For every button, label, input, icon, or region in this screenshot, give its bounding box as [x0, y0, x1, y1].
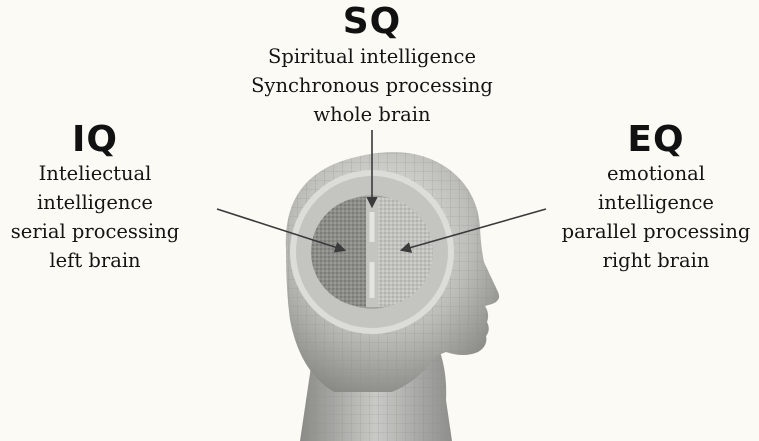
eq-heading: EQ — [553, 122, 759, 158]
iq-line-1: Inteliectual — [0, 159, 190, 188]
eq-line-3: parallel processing — [553, 217, 759, 246]
sq-line-2: Synchronous processing — [229, 71, 515, 100]
eq-line-1: emotional — [553, 159, 759, 188]
sq-line-1: Spiritual intelligence — [229, 42, 515, 71]
sq-line-3: whole brain — [229, 100, 515, 129]
sq-label-block: SQ Spiritual intelligence Synchronous pr… — [229, 4, 515, 129]
brain-divider-top-core — [370, 212, 375, 242]
sq-heading: SQ — [229, 4, 515, 40]
eq-line-4: right brain — [553, 246, 759, 275]
brain-divider-bottom-core — [370, 262, 375, 298]
eq-line-2: intelligence — [553, 188, 759, 217]
iq-label-block: IQ Inteliectual intelligence serial proc… — [0, 122, 190, 275]
iq-heading: IQ — [0, 122, 190, 158]
iq-line-3: serial processing — [0, 217, 190, 246]
iq-line-4: left brain — [0, 246, 190, 275]
eq-label-block: EQ emotional intelligence parallel proce… — [553, 122, 759, 275]
iq-line-2: intelligence — [0, 188, 190, 217]
